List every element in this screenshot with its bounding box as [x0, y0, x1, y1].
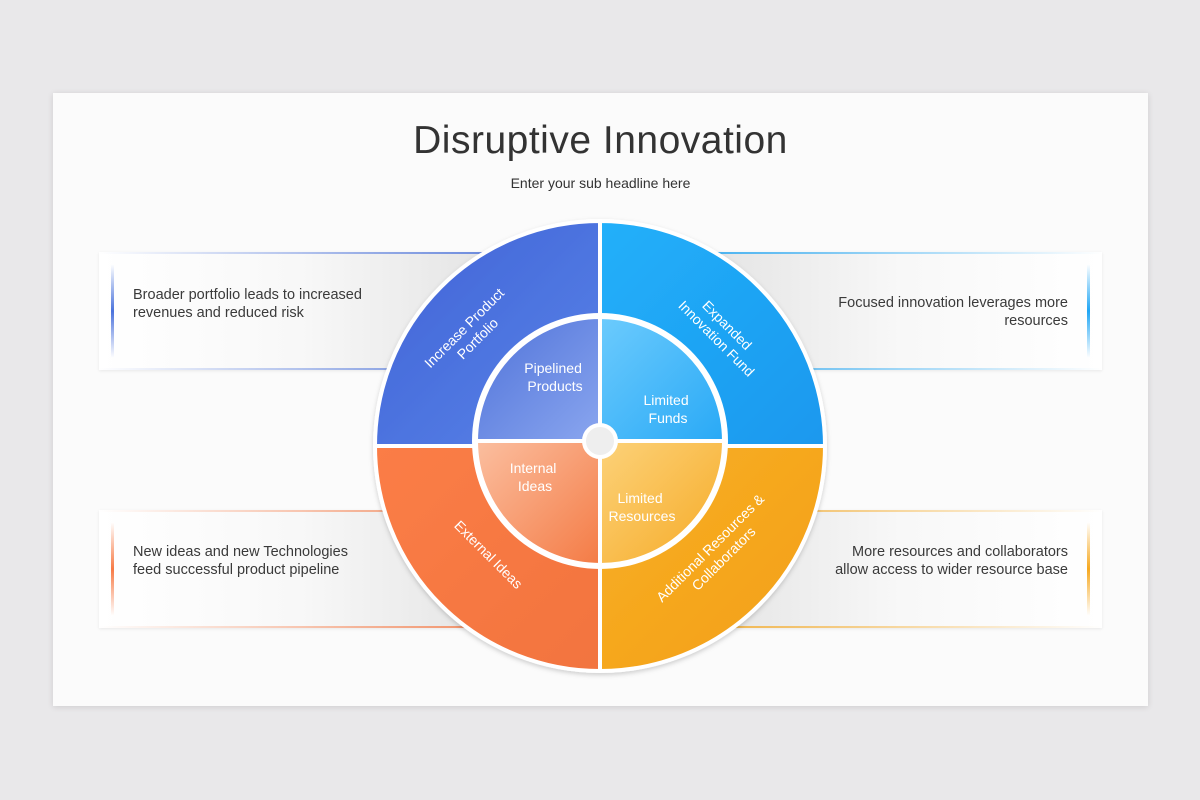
inner-label-orange-line2: Ideas: [518, 478, 552, 494]
innovation-wheel: Increase Product Portfolio Expanded Inno…: [373, 219, 827, 673]
center-hub: [582, 423, 618, 459]
inner-segment-blue: [474, 315, 602, 443]
inner-label-orange: Internal Ideas: [510, 460, 561, 494]
inner-label-orange-line1: Internal: [510, 460, 557, 476]
inner-segment-orange: [474, 439, 602, 567]
accent-bar: [111, 522, 114, 616]
accent-bar: [1087, 522, 1090, 616]
callout-top-right-text: Focused innovation leverages more resour…: [838, 295, 1068, 329]
inner-segment-sky: [598, 315, 726, 443]
inner-label-sky: Limited Funds: [643, 392, 692, 426]
inner-label-sky-line1: Limited: [643, 392, 688, 408]
slide-title: Disruptive Innovation: [413, 119, 788, 162]
inner-label-blue-line1: Pipelined: [524, 360, 582, 376]
callout-bottom-right-text: More resources and collaborators allow a…: [835, 544, 1068, 578]
inner-label-blue-line2: Products: [527, 378, 582, 394]
inner-segment-amber: [598, 439, 726, 567]
slide-subtitle: Enter your sub headline here: [510, 175, 691, 191]
inner-label-amber-line2: Resources: [609, 508, 676, 524]
callout-bottom-left-text: New ideas and new Technologies feed succ…: [133, 544, 348, 578]
slide: Disruptive Innovation Enter your sub hea…: [53, 93, 1148, 706]
inner-label-sky-line2: Funds: [649, 410, 688, 426]
callout-top-left-text: Broader portfolio leads to increased rev…: [133, 287, 362, 321]
accent-bar: [111, 264, 114, 358]
inner-label-amber-line1: Limited: [617, 490, 662, 506]
accent-bar: [1087, 264, 1090, 358]
inner-label-blue: Pipelined Products: [524, 360, 586, 394]
inner-label-amber: Limited Resources: [609, 490, 676, 524]
